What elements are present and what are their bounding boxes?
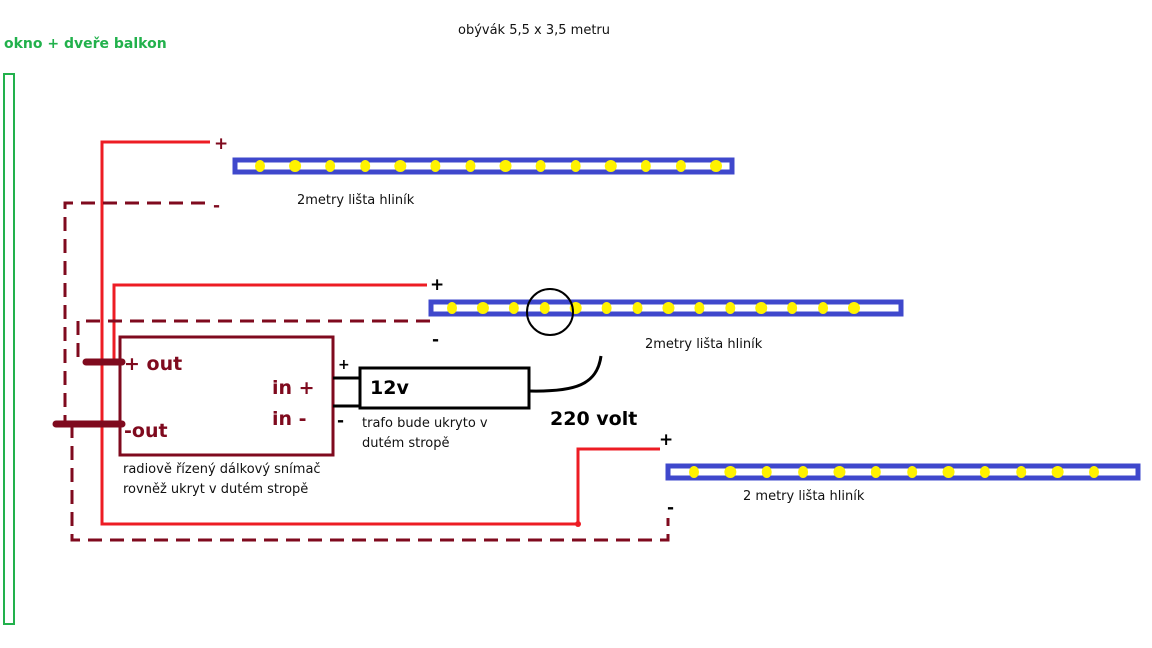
led-group-2 <box>447 302 860 314</box>
window-label: okno + dveře balkon <box>4 36 167 52</box>
led <box>724 466 737 478</box>
led <box>535 160 546 172</box>
strip-1-plus: + <box>214 134 229 154</box>
led <box>325 160 336 172</box>
led <box>508 302 519 314</box>
led <box>662 302 675 314</box>
led <box>907 466 918 478</box>
receiver-box <box>118 335 335 457</box>
led-group-3 <box>689 466 1099 478</box>
led <box>689 466 699 478</box>
strip-1-label: 2metry lišta hliník <box>297 193 415 208</box>
led <box>1051 466 1064 478</box>
negative-wire-1 <box>63 201 205 424</box>
led-group-1 <box>255 160 722 172</box>
led-strip-2 <box>428 299 904 317</box>
led <box>360 160 371 172</box>
led <box>289 160 302 172</box>
led <box>761 466 772 478</box>
led <box>640 160 651 172</box>
led <box>570 160 581 172</box>
receiver-note-1: radiově řízený dálkový snímač <box>123 462 321 477</box>
positive-wire-2 <box>112 283 427 362</box>
mains-cable <box>528 355 603 393</box>
negative-wire-2 <box>76 319 430 362</box>
negative-wire-3 <box>70 424 670 542</box>
led <box>942 466 955 478</box>
trafo-minus: - <box>337 411 345 431</box>
strip-3-label: 2 metry lišta hliník <box>743 489 865 504</box>
strip-2-minus: - <box>432 330 440 350</box>
in-plus-label: in + <box>272 377 315 399</box>
led <box>604 160 617 172</box>
led <box>979 466 990 478</box>
led <box>848 302 860 314</box>
trafo-plus: + <box>338 357 350 373</box>
led <box>755 302 768 314</box>
mains-label: 220 volt <box>550 408 638 430</box>
window-wall <box>3 73 15 625</box>
led <box>430 160 441 172</box>
led-strip-1 <box>232 157 735 175</box>
strip-2-plus: + <box>430 275 445 295</box>
led <box>1089 466 1099 478</box>
led-strip-3 <box>665 463 1141 481</box>
out-minus-label: -out <box>124 420 168 442</box>
in-minus-label: in - <box>272 408 307 430</box>
led <box>833 466 846 478</box>
led <box>499 160 512 172</box>
led <box>675 160 686 172</box>
wire-junction <box>575 521 581 527</box>
transformer-note-1: trafo bude ukryto v <box>362 416 488 431</box>
led <box>255 160 265 172</box>
strip-2-label: 2metry lišta hliník <box>645 337 763 352</box>
strip-1-minus: - <box>213 196 221 216</box>
led <box>539 302 550 314</box>
receiver-note-2: rovněž ukryt v dutém stropě <box>123 482 309 497</box>
led <box>632 302 643 314</box>
led <box>601 302 612 314</box>
page-title: obývák 5,5 x 3,5 metru <box>458 23 611 38</box>
led <box>694 302 705 314</box>
led <box>465 160 476 172</box>
led <box>710 160 722 172</box>
led <box>870 466 881 478</box>
led <box>798 466 809 478</box>
led <box>447 302 457 314</box>
led <box>787 302 798 314</box>
strip-3-minus: - <box>667 498 675 518</box>
transformer-box <box>358 366 531 410</box>
led <box>394 160 407 172</box>
transformer-note-2: dutém stropě <box>362 436 450 451</box>
led <box>725 302 736 314</box>
strip-3-plus: + <box>659 430 674 450</box>
transformer-label: 12v <box>370 377 409 399</box>
led <box>476 302 489 314</box>
highlight-circle <box>526 288 574 336</box>
led <box>818 302 829 314</box>
out-plus-label: + out <box>124 353 183 375</box>
led <box>1016 466 1027 478</box>
positive-wire-1-3 <box>100 140 660 526</box>
